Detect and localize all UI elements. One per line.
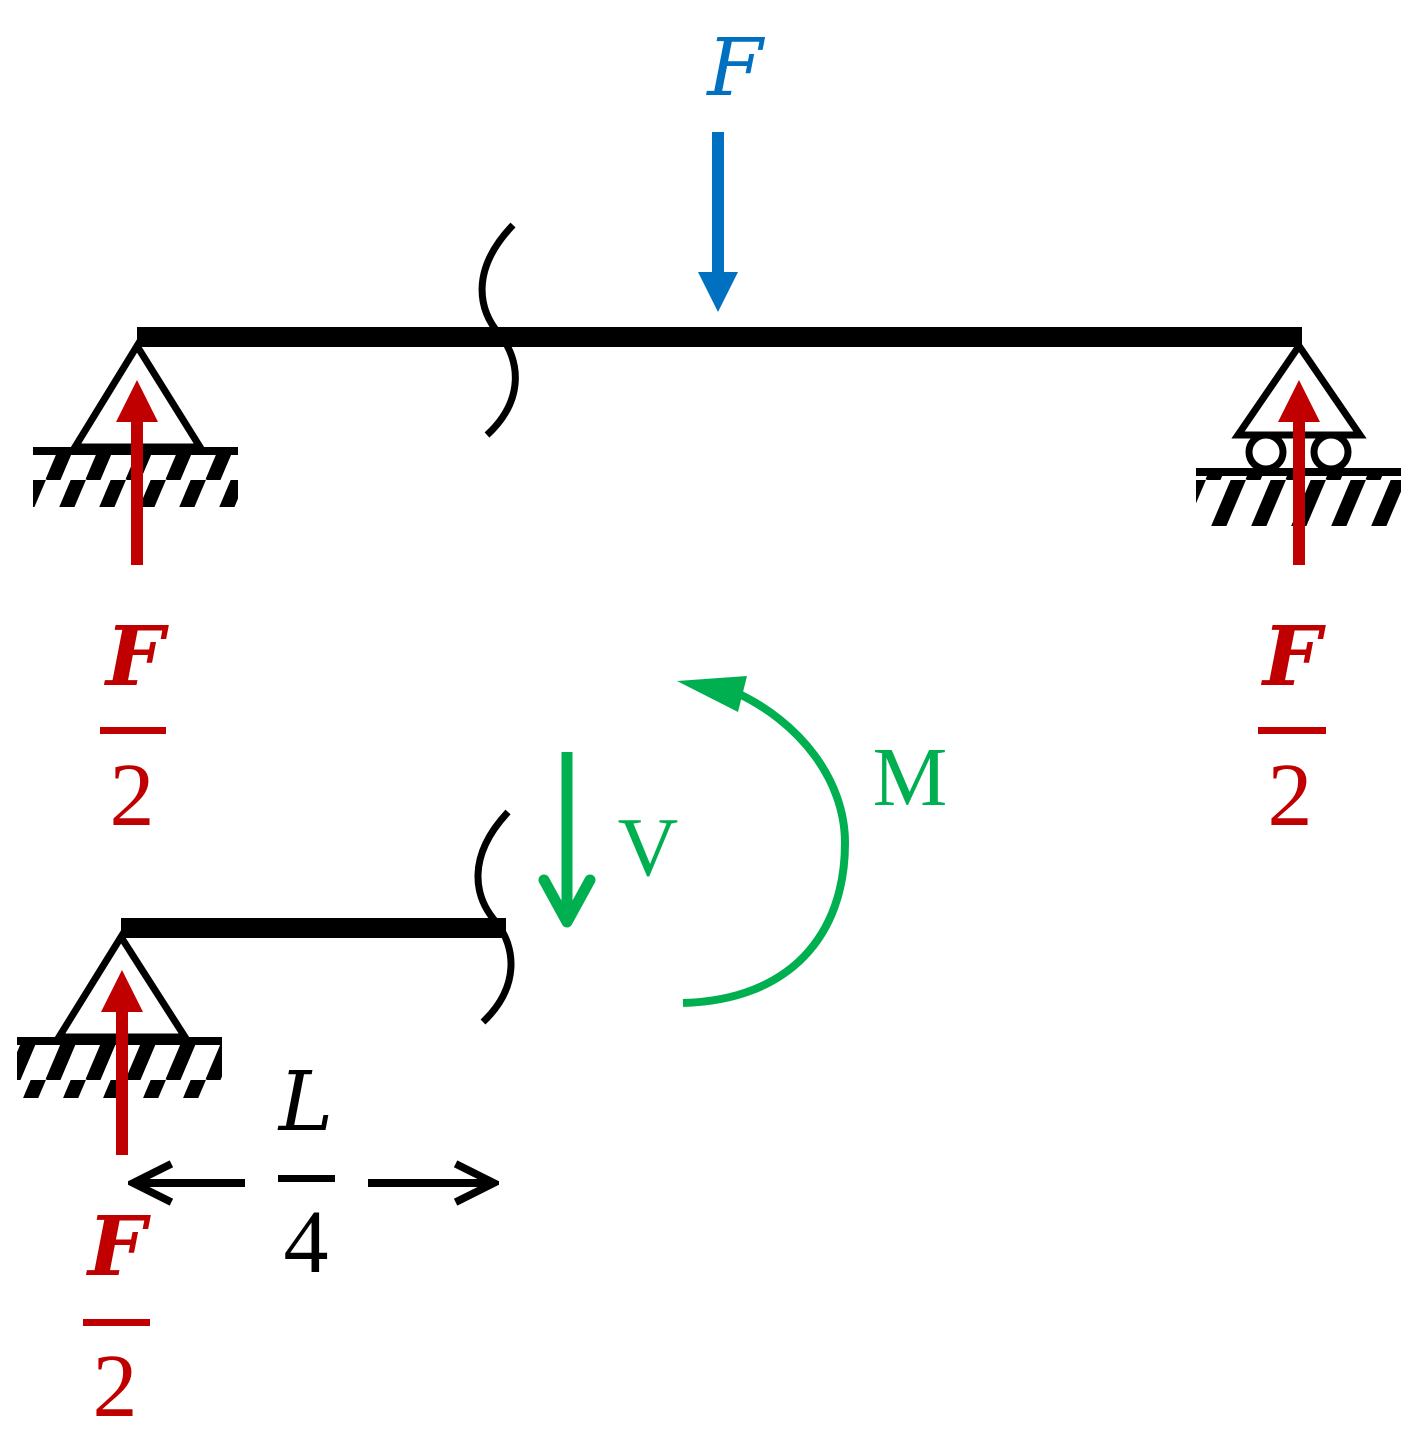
roller-wheel bbox=[1245, 431, 1287, 473]
left-reaction-fraction-bar bbox=[100, 727, 166, 734]
moment-arrow bbox=[677, 676, 850, 1007]
left-reaction-arrow bbox=[116, 380, 158, 565]
section-reaction-fraction-bar bbox=[83, 1319, 150, 1326]
applied-load-label: F bbox=[705, 21, 765, 114]
shear-force-arrow bbox=[538, 752, 596, 928]
right-reaction-fraction-bar bbox=[1258, 727, 1326, 734]
full-beam-group: F F 2 bbox=[33, 21, 1401, 845]
roller-wheel bbox=[1310, 431, 1352, 473]
section-cut-line bbox=[478, 222, 519, 438]
section-cut-line bbox=[474, 809, 515, 1025]
right-reaction-arrow bbox=[1278, 380, 1320, 565]
full-beam bbox=[137, 327, 1302, 347]
left-reaction-label: F 2 bbox=[100, 609, 169, 845]
shear-force-label: V bbox=[618, 801, 679, 894]
section-reaction-denominator: 2 bbox=[93, 1337, 138, 1436]
applied-load-arrow bbox=[698, 132, 738, 312]
left-reaction-numerator: F bbox=[104, 609, 169, 705]
right-reaction-numerator: F bbox=[1261, 609, 1326, 705]
section-reaction-arrow bbox=[101, 970, 143, 1155]
section-beam-group: F 2 V M L 4 bbox=[17, 676, 947, 1436]
section-reaction-numerator: F bbox=[86, 1199, 151, 1295]
distance-denominator: 4 bbox=[284, 1193, 329, 1292]
section-reaction-label: F 2 bbox=[83, 1199, 151, 1436]
moment-label: M bbox=[873, 731, 948, 824]
right-reaction-label: F 2 bbox=[1258, 609, 1326, 845]
left-reaction-denominator: 2 bbox=[110, 746, 155, 845]
section-beam bbox=[121, 918, 506, 938]
distance-numerator: L bbox=[277, 1055, 333, 1150]
right-reaction-denominator: 2 bbox=[1268, 746, 1313, 845]
distance-dimension: L 4 bbox=[133, 1055, 494, 1292]
distance-fraction-bar bbox=[278, 1175, 335, 1182]
